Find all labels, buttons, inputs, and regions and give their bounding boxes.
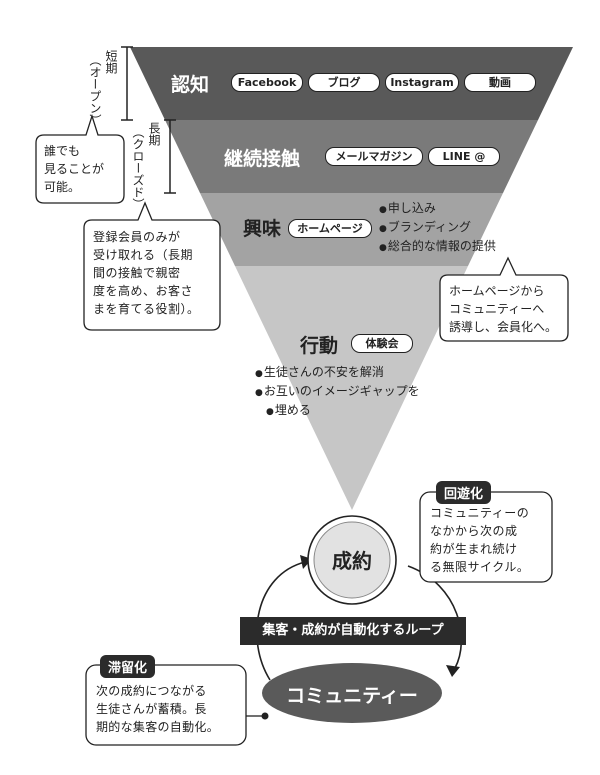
- open-note-line-2: 見ることが: [44, 162, 105, 176]
- stay-tag: 滞留化: [100, 655, 156, 678]
- action-bullet-2: お互いのイメージギャップを: [255, 383, 420, 402]
- stay-note-connector-dot: [261, 712, 269, 720]
- interest-bullet-1: 申し込み: [379, 200, 496, 219]
- tag-mail-magazine: メールマガジン: [325, 147, 423, 166]
- hp-note-text: ホームページから コミュニティーへ 誘導し、会員化へ。: [449, 282, 557, 336]
- closed-note-line-1: 登録会員のみが: [93, 230, 181, 244]
- avoid-tag: 回遊化: [436, 481, 492, 504]
- stage-contact-title: 継続接触: [224, 148, 301, 170]
- action-bullet-3-text: 埋める: [274, 403, 311, 417]
- community-ellipse: [262, 663, 442, 723]
- avoid-note-line-3: 約が生まれ続け: [430, 542, 518, 556]
- hp-note-line-1: ホームページから: [449, 284, 545, 298]
- long-term-sub: （クローズド）: [131, 126, 145, 210]
- short-term-bracket: [121, 46, 133, 121]
- stage-interest-title: 興味: [243, 218, 282, 240]
- closed-note-line-2: 受け取れる（長期: [93, 248, 194, 262]
- stay-note-box: [85, 664, 247, 746]
- stay-note-line-1: 次の成約につながる: [96, 684, 207, 698]
- action-bullet-1: 生徒さんの不安を解消: [255, 364, 420, 383]
- tag-line: LINE @: [428, 147, 500, 166]
- tag-homepage: ホームページ: [288, 219, 372, 238]
- interest-bullet-2: ブランディング: [379, 219, 496, 238]
- long-term-label: 長期: [147, 122, 161, 146]
- hp-note-line-3: 誘導し、会員化へ。: [449, 320, 558, 334]
- avoid-note-text: コミュニティーの なかから次の成 約が生まれ続け る無限サイクル。: [430, 504, 529, 576]
- hp-note-bubble: [439, 256, 569, 342]
- tag-video: 動画: [464, 73, 536, 92]
- avoid-note-line-4: る無限サイクル。: [430, 560, 530, 574]
- open-note-line-3: 可能。: [44, 180, 81, 194]
- open-note-text: 誰でも 見ることが 可能。: [44, 142, 104, 196]
- short-term-sub: （オープン）: [88, 54, 102, 126]
- interest-bullets: 申し込み ブランディング 総合的な情報の提供: [379, 200, 496, 257]
- stay-note-line-3: 期的な集客の自動化。: [96, 720, 220, 734]
- contract-circle-inner: [313, 521, 391, 599]
- closed-note-text: 登録会員のみが 受け取れる（長期 間の接触で親密 度を高め、お客さ まを育てる役…: [93, 228, 200, 318]
- closed-note-line-5: まを育てる役割）。: [93, 302, 200, 316]
- avoid-note-line-1: コミュニティーの: [430, 506, 530, 520]
- hp-note-line-2: コミュニティーへ: [449, 302, 545, 316]
- short-term-label: 短期: [104, 50, 118, 74]
- long-term-bracket: [164, 119, 176, 194]
- short-term-title: 短期: [104, 50, 118, 74]
- stage-action-title: 行動: [300, 335, 339, 357]
- stay-note-text: 次の成約につながる 生徒さんが蓄積。長 期的な集客の自動化。: [96, 682, 219, 736]
- tag-blog: ブログ: [308, 73, 380, 92]
- stage-awareness-title: 認知: [171, 74, 210, 96]
- open-note-line-1: 誰でも: [44, 144, 81, 158]
- tag-instagram: Instagram: [385, 73, 459, 92]
- stay-note-line-2: 生徒さんが蓄積。長: [96, 702, 207, 716]
- tag-facebook: Facebook: [231, 73, 303, 92]
- avoid-note-line-2: なかから次の成: [430, 524, 518, 538]
- interest-bullet-3: 総合的な情報の提供: [379, 238, 496, 257]
- closed-note-line-4: 度を高め、お客さ: [93, 284, 194, 298]
- contract-label: 成約: [332, 549, 372, 573]
- closed-note-line-3: 間の接触で親密: [93, 266, 181, 280]
- community-label: コミュニティー: [286, 685, 418, 707]
- tag-trial-lesson: 体験会: [351, 334, 413, 353]
- loop-arrowhead-right: [446, 665, 460, 677]
- action-bullets: 生徒さんの不安を解消 お互いのイメージギャップを 埋める: [255, 364, 420, 421]
- loop-banner: 集客・成約が自動化するループ: [240, 617, 466, 645]
- closed-note-bubble: [83, 201, 221, 331]
- action-bullet-3: 埋める: [255, 402, 420, 421]
- open-note-bubble: [35, 113, 125, 204]
- long-term-title: 長期: [147, 122, 161, 146]
